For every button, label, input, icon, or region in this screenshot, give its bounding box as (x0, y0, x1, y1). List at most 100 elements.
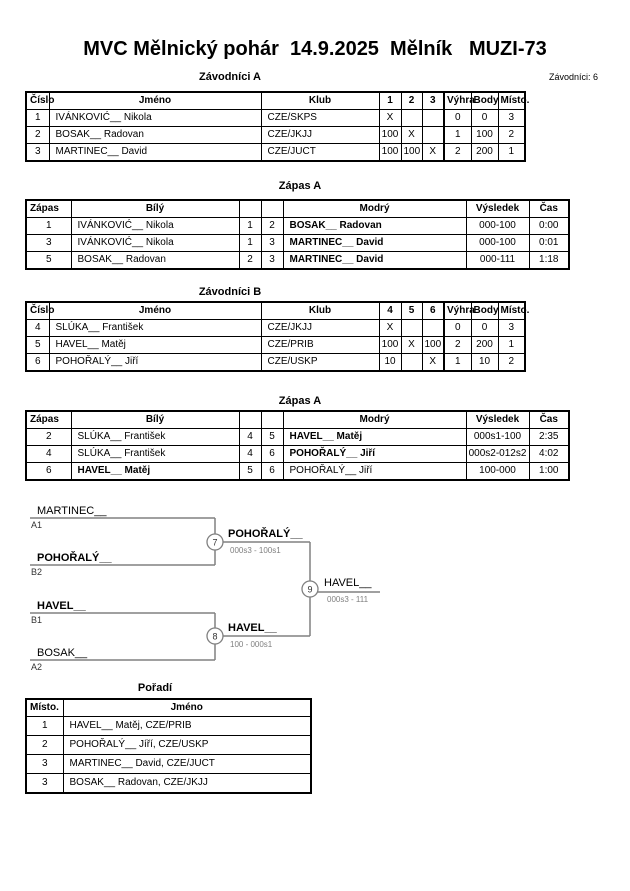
section-title-competitors-b: Závodníci B (198, 286, 262, 298)
match-time: 1:18 (528, 251, 570, 270)
competitor-name: SLÚKA__ František (48, 319, 262, 337)
col-header-place: Místo. (497, 301, 529, 320)
match-8-number: 8 (212, 632, 217, 642)
place-cell: 2 (497, 353, 526, 372)
match-result: 000s1-100 (465, 428, 530, 446)
match-9-score: 000s3 - 111 (327, 595, 369, 604)
competitor-club: CZE/PRIB (260, 336, 380, 354)
col-header-points: Body (470, 91, 499, 110)
blue-seed: 2 (260, 217, 284, 235)
competitors-a-table: Číslo Jméno Klub 1 2 3 Výhra Body Místo.… (25, 91, 529, 162)
col-header-club: Klub (260, 91, 380, 110)
col-header-spacer (238, 199, 262, 218)
competitor-number: 1 (25, 109, 50, 127)
match-result: 000-111 (465, 251, 530, 270)
points-cell: 100 (470, 126, 499, 144)
col-header-match: Zápas (25, 410, 72, 429)
col-header-spacer (260, 410, 284, 429)
blue-name: HAVEL__ Matěj (282, 428, 467, 446)
col-header-1: 1 (378, 91, 402, 110)
place-cell: 3 (497, 319, 526, 337)
col-header-number: Číslo (25, 91, 54, 110)
white-seed: 4 (238, 428, 262, 446)
table-row: 5 HAVEL__ Matěj CZE/PRIB 100 X 100 2 200… (25, 336, 526, 354)
table-row: 1 IVÁNKOVIĆ__ Nikola 1 2 BOSAK__ Radovan… (25, 217, 570, 235)
col-header-result: Výsledek (465, 410, 530, 429)
table-row: 2 POHOŘALÝ__ Jíří, CZE/USKP (25, 735, 312, 755)
result-cell: X (400, 126, 423, 144)
ranking-place: 3 (25, 773, 64, 794)
table-row: 1 HAVEL__ Matěj, CZE/PRIB (25, 716, 312, 736)
points-cell: 10 (470, 353, 499, 372)
table-header-row: Číslo Jméno Klub 1 2 3 Výhra Body Místo. (25, 91, 529, 110)
blue-seed: 3 (260, 234, 284, 252)
table-row: 5 BOSAK__ Radovan 2 3 MARTINEC__ David 0… (25, 251, 570, 270)
bracket-entrant-seed: A1 (31, 520, 42, 530)
table-row: 4 SLÚKA__ František 4 6 POHOŘALÝ__ Jiří … (25, 445, 570, 463)
wins-cell: 0 (443, 109, 472, 127)
white-seed: 1 (238, 217, 262, 235)
match-result: 000-100 (465, 234, 530, 252)
match-time: 0:01 (528, 234, 570, 252)
competitor-club: CZE/SKPS (260, 109, 380, 127)
result-cell: X (400, 336, 423, 354)
result-cell (421, 109, 445, 127)
place-cell: 2 (497, 126, 526, 144)
col-header-result: Výsledek (465, 199, 530, 218)
table-header-row: Zápas Bílý Modrý Výsledek Čas (25, 199, 570, 218)
blue-name: POHOŘALÝ__ Jiří (282, 462, 467, 481)
blue-name: BOSAK__ Radovan (282, 217, 467, 235)
bracket-entrant-name: MARTINEC__ (37, 505, 107, 517)
col-header-place: Místo. (25, 698, 64, 717)
result-cell: 100 (421, 336, 445, 354)
table-row: 2 SLÚKA__ František 4 5 HAVEL__ Matěj 00… (25, 428, 570, 446)
blue-name: MARTINEC__ David (282, 251, 467, 270)
col-header-spacer (260, 199, 284, 218)
col-header-2: 2 (400, 91, 423, 110)
white-seed: 4 (238, 445, 262, 463)
match-8-score: 100 - 000s1 (230, 640, 273, 649)
table-row: 3 IVÁNKOVIĆ__ Nikola 1 3 MARTINEC__ Davi… (25, 234, 570, 252)
page-title: MVC Mělnický pohár 14.9.2025 Mělník MUZI… (83, 38, 547, 60)
blue-seed: 5 (260, 428, 284, 446)
col-header-wins: Výhra (443, 91, 475, 110)
match-number: 1 (25, 217, 72, 235)
col-header-blue: Modrý (282, 199, 467, 218)
white-name: SLÚKA__ František (70, 445, 240, 463)
col-header-6: 6 (421, 301, 445, 320)
points-cell: 0 (470, 109, 499, 127)
competitor-number: 3 (25, 143, 50, 162)
match-time: 2:35 (528, 428, 570, 446)
table-row: 2 BOSAK__ Radovan CZE/JKJJ 100 X 1 100 2 (25, 126, 526, 144)
result-cell (400, 353, 423, 372)
competitor-name: IVÁNKOVIĆ__ Nikola (48, 109, 262, 127)
result-cell (400, 319, 423, 337)
competitor-number: 2 (25, 126, 50, 144)
col-header-spacer (238, 410, 262, 429)
table-row: 3 MARTINEC__ David CZE/JUCT 100 100 X 2 … (25, 143, 526, 162)
competitor-number: 4 (25, 319, 50, 337)
col-header-match: Zápas (25, 199, 72, 218)
result-cell: 100 (378, 336, 402, 354)
result-cell: 100 (378, 143, 402, 162)
match-number: 4 (25, 445, 72, 463)
section-title-ranking: Pořadí (137, 682, 173, 694)
points-cell: 200 (470, 143, 499, 162)
ranking-name: HAVEL__ Matěj, CZE/PRIB (62, 716, 312, 736)
wins-cell: 2 (443, 143, 472, 162)
ranking-name: MARTINEC__ David, CZE/JUCT (62, 754, 312, 774)
match-9-circle (301, 580, 319, 598)
bracket-lines (30, 517, 380, 661)
col-header-5: 5 (400, 301, 423, 320)
match-result: 100-000 (465, 462, 530, 481)
table-row: 6 POHOŘALÝ__ Jiří CZE/USKP 10 X 1 10 2 (25, 353, 526, 372)
wins-cell: 1 (443, 353, 472, 372)
match-8-winner: HAVEL__ (228, 622, 278, 634)
table-header-row: Číslo Jméno Klub 4 5 6 Výhra Body Místo. (25, 301, 529, 320)
competitor-number: 6 (25, 353, 50, 372)
col-header-points: Body (470, 301, 499, 320)
col-header-time: Čas (528, 199, 570, 218)
section-title-matches-b: Zápas A (278, 395, 322, 407)
match-7-winner: POHOŘALÝ__ (228, 527, 303, 540)
matches-a-table: Zápas Bílý Modrý Výsledek Čas 1 IVÁNKOVI… (25, 199, 570, 270)
